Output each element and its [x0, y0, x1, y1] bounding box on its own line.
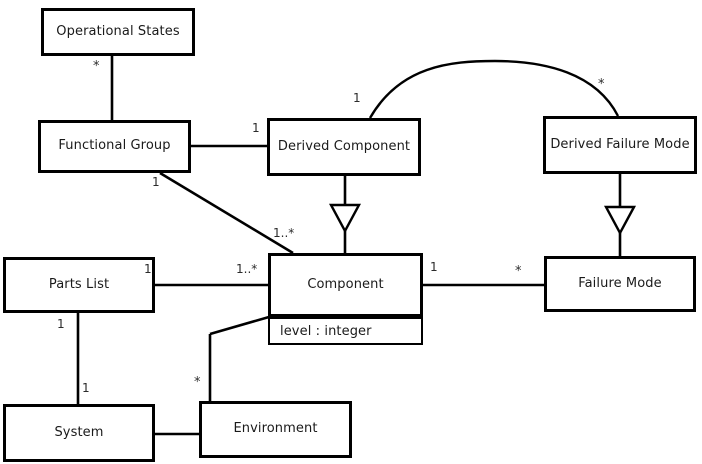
multiplicity-component-failure-mode-far: *	[515, 264, 522, 279]
class-name-environment: Environment	[233, 421, 318, 437]
multiplicity-parts-list-system-top: 1	[57, 317, 65, 331]
multiplicity-functional-group-derived-component: 1	[252, 121, 260, 135]
class-operational-states[interactable]: Operational States	[41, 8, 195, 56]
class-name-derived-component: Derived Component	[277, 138, 411, 154]
edge-functional-group-component	[159, 171, 294, 255]
multiplicity-parts-list-component-far: 1..*	[236, 262, 258, 276]
generalization-arrowhead-component	[328, 203, 362, 234]
multiplicity-parts-list-component-near: 1	[144, 262, 152, 276]
multiplicity-environment-component: *	[194, 375, 201, 390]
class-failure-mode[interactable]: Failure Mode	[544, 256, 696, 312]
multiplicity-derived-failure-mode-curve-right: *	[598, 77, 605, 92]
class-name-derived-failure-mode: Derived Failure Mode	[550, 136, 690, 152]
class-name-failure-mode: Failure Mode	[578, 275, 662, 291]
multiplicity-functional-group-component-far: 1..*	[273, 226, 295, 240]
edge-derived-component-derived-failure-mode	[368, 59, 620, 119]
class-component[interactable]: Component	[268, 253, 423, 317]
attribute-level: level : integer	[280, 323, 372, 339]
class-name-system: System	[54, 424, 104, 440]
multiplicity-parts-list-system-bottom: 1	[82, 381, 90, 395]
multiplicity-derived-component-curve-left: 1	[353, 91, 361, 105]
multiplicity-component-failure-mode-near: 1	[430, 260, 438, 274]
class-environment[interactable]: Environment	[199, 401, 352, 458]
class-name-operational-states: Operational States	[56, 23, 180, 39]
class-derived-failure-mode[interactable]: Derived Failure Mode	[543, 116, 697, 174]
class-functional-group[interactable]: Functional Group	[38, 120, 191, 173]
class-name-functional-group: Functional Group	[58, 138, 171, 154]
class-derived-component[interactable]: Derived Component	[267, 118, 421, 176]
class-name-parts-list: Parts List	[48, 276, 110, 292]
edge-environment-component-diagonal	[209, 315, 270, 336]
class-parts-list[interactable]: Parts List	[3, 257, 155, 313]
multiplicity-functional-group-component-near: 1	[152, 175, 160, 189]
generalization-arrowhead-failure-mode	[603, 205, 637, 236]
class-name-component: Component	[307, 276, 384, 292]
multiplicity-operational-states-functional-group: *	[93, 59, 100, 74]
class-component-attributes[interactable]: level : integer	[268, 317, 423, 345]
class-system[interactable]: System	[3, 404, 155, 462]
